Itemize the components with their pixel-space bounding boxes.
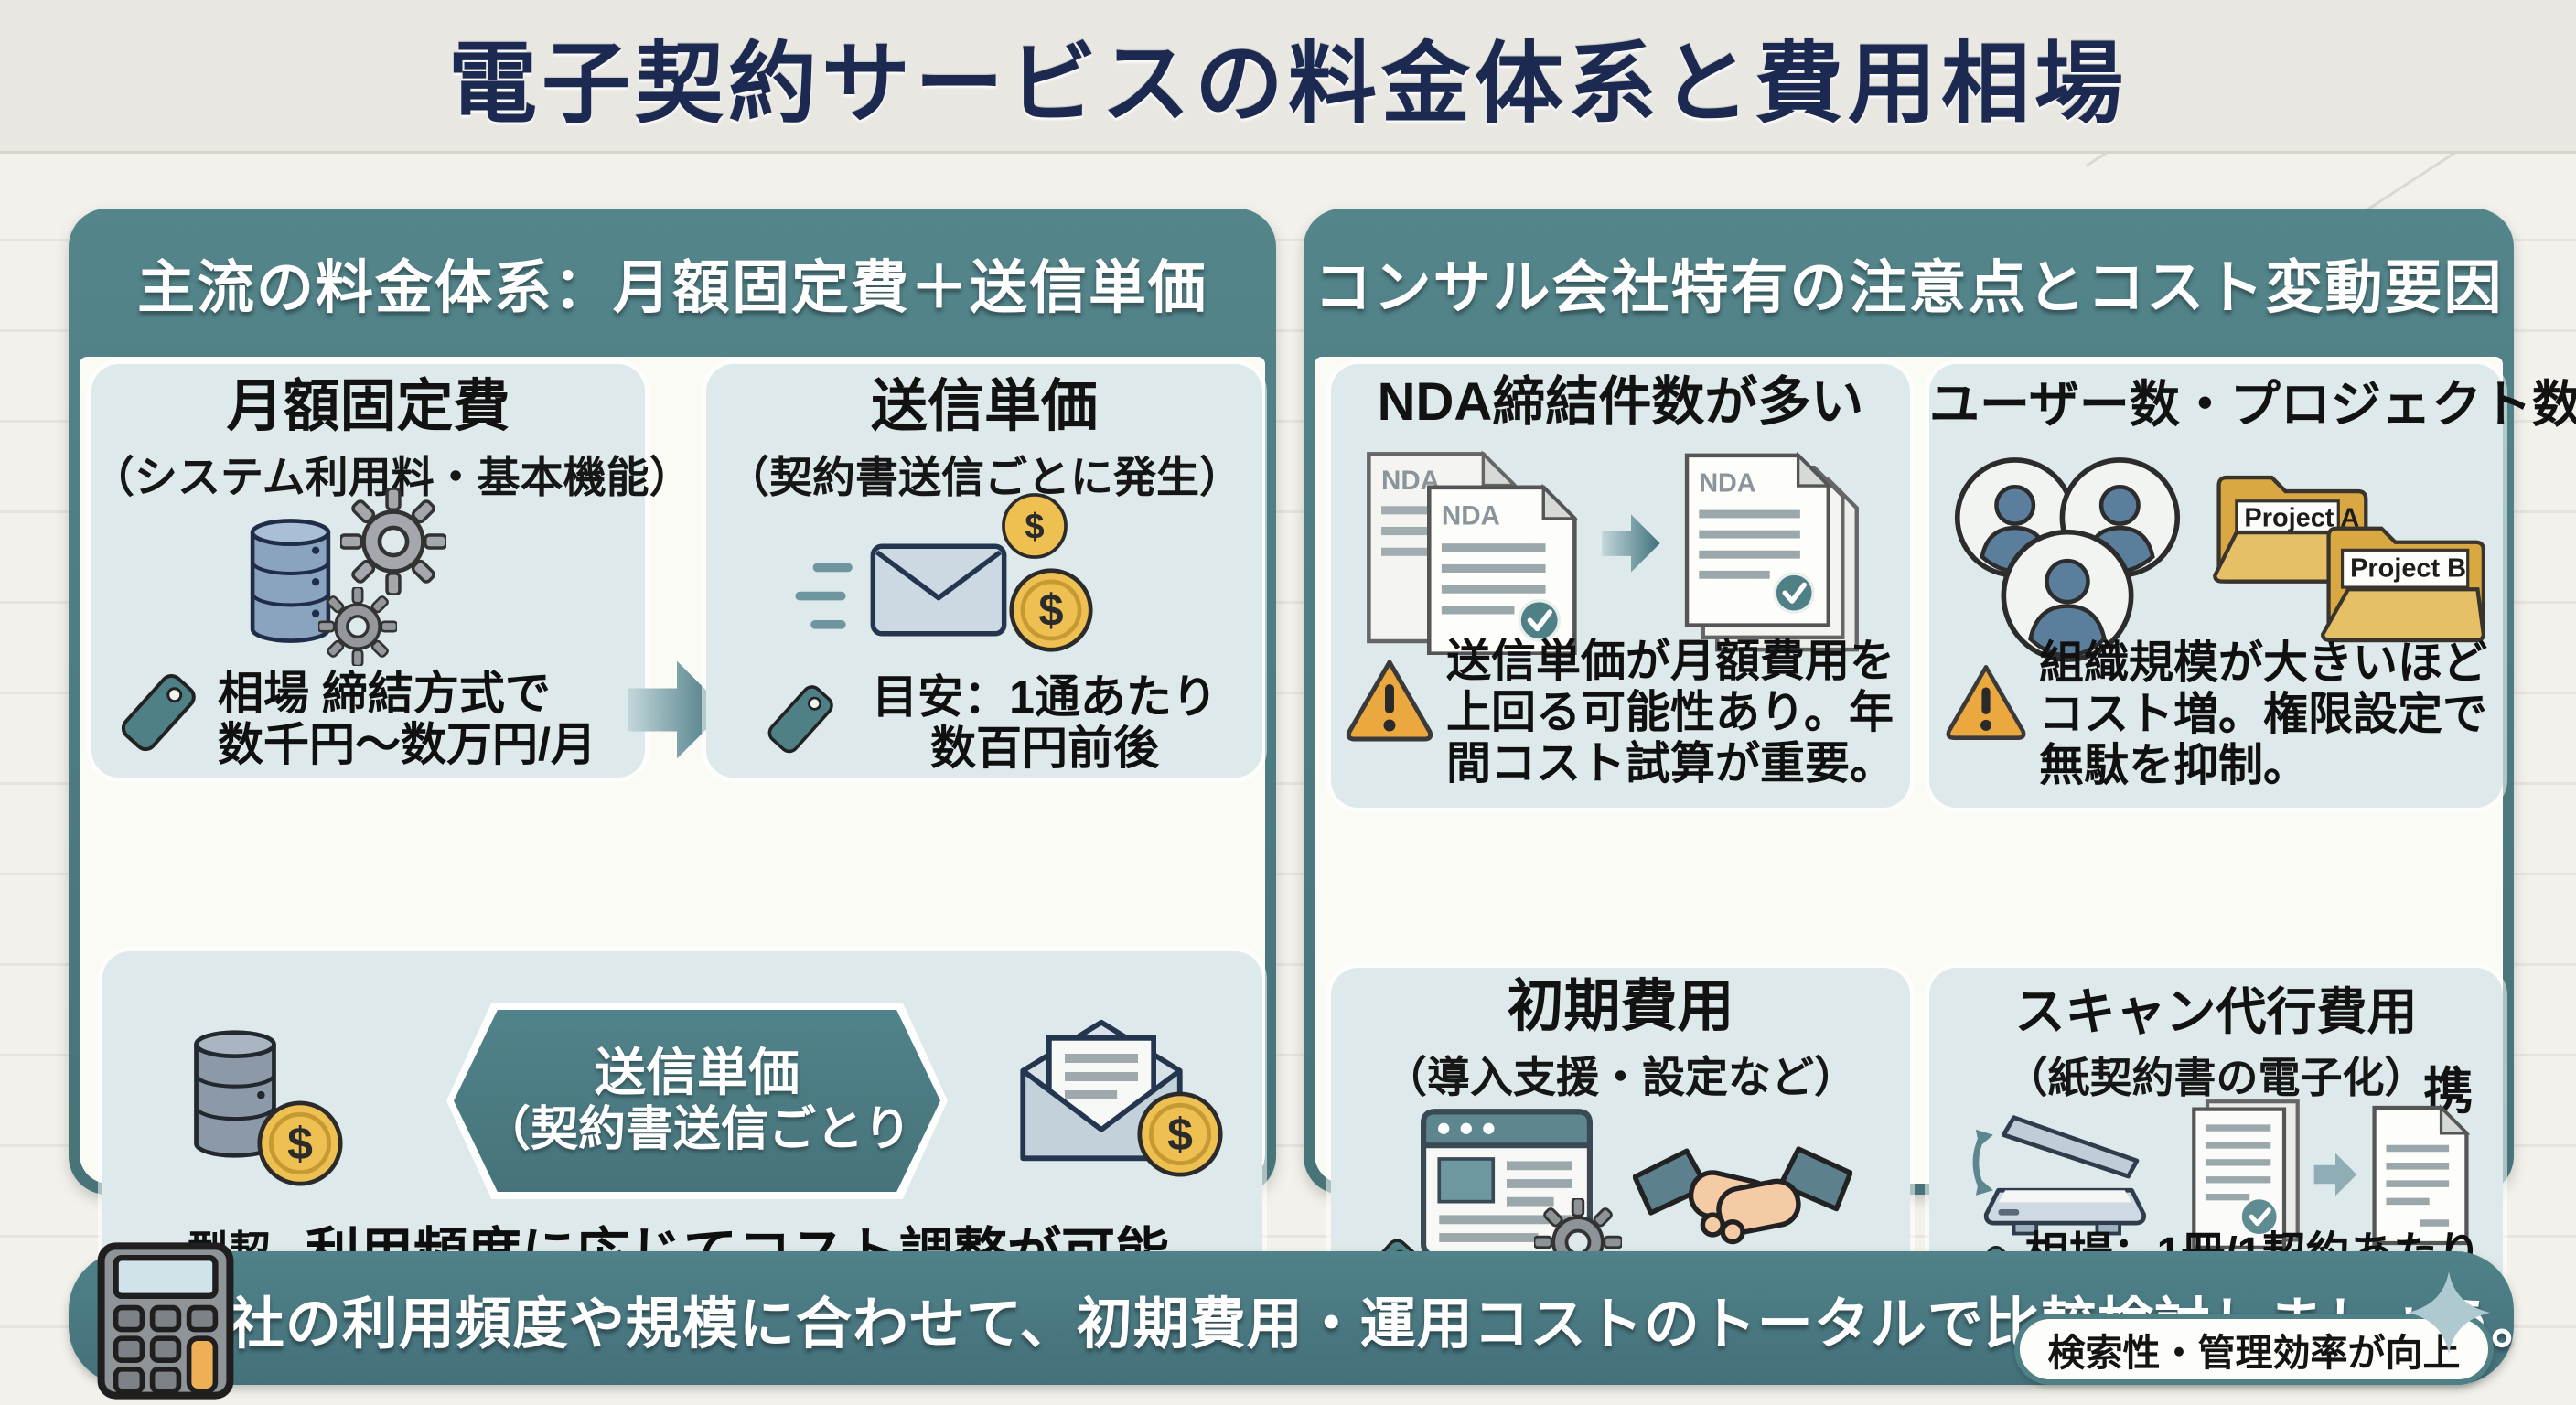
consulting-panel-body: NDA締結件数が多い NDA NDA (1315, 357, 2576, 1385)
sparkle-icon (2408, 1270, 2490, 1356)
scale-title: ユーザー数・プロジェクト数課金 (1929, 376, 2576, 433)
send-fee-subtitle: （契約書送信ごとに発生） (726, 453, 1242, 502)
send-fee-card: 送信単価 （契約書送信ごとに発生） $ (706, 364, 1262, 778)
monthly-fee-price-line1: 相場 締結方式で (218, 668, 551, 719)
scan-title: スキャン代行費用 (2014, 983, 2418, 1040)
consulting-panel-header: コンサル会社特有の注意点とコスト変動要因 (1314, 255, 2504, 320)
nda-doc-label: NDA (1699, 469, 1755, 499)
badge-line1: 送信単価 (595, 1044, 800, 1102)
database-icon (238, 499, 343, 662)
nda-warning-line3: 間コスト試算が重要。 (1446, 738, 1895, 788)
send-fee-title: 送信単価 (870, 375, 1098, 438)
scale-warning-line1: 組織規模が大きいほど (2039, 638, 2488, 688)
initial-title: 初期費用 (1507, 975, 1734, 1038)
monthly-fee-card: 月額固定費 （システム利用料・基本機能） (91, 364, 692, 778)
per-send-badge: 送信単価 （契約書送信ごとり (446, 1003, 948, 1199)
arrow-right-icon (627, 651, 727, 768)
database-icon (181, 1008, 289, 1180)
consulting-notes-panel: コンサル会社特有の注意点とコスト変動要因 NDA締結件数が多い NDA (1304, 209, 2576, 1385)
dollar-sign: $ (287, 1118, 313, 1169)
pricing-panel-header: 主流の料金体系：月額固定費＋送信単価 (137, 255, 1208, 320)
envelope-icon (869, 536, 1008, 644)
coin-icon: $ (256, 1099, 344, 1187)
pricing-panel-body: 月額固定費 （システム利用料・基本機能） (80, 357, 1265, 1323)
coin-icon: $ (1001, 492, 1068, 560)
price-tag-icon (112, 666, 203, 762)
scale-warning-line3: 無駄を抑制。 (2039, 740, 2309, 790)
gear-icon (340, 488, 446, 595)
warning-icon (1944, 659, 2028, 746)
nda-signed-documents-icon: NDA (1677, 448, 1869, 657)
user-project-billing-card: ユーザー数・プロジェクト数課金 (1929, 364, 2576, 808)
calculator-icon (90, 1240, 242, 1401)
scale-warning-line2: コスト増。権限設定で (2039, 689, 2488, 739)
scan-benefit-pill: 検索性・管理効率が向上 (2014, 1314, 2494, 1385)
dollar-sign: $ (1167, 1109, 1193, 1160)
dollar-sign: $ (1038, 586, 1063, 636)
badge-line2: （契約書送信ごとり (482, 1102, 911, 1156)
scan-subtitle: （紙契約書の電子化） (2005, 1053, 2427, 1101)
handshake-icon (1633, 1131, 1852, 1275)
dollar-sign: $ (1025, 507, 1044, 546)
browser-window-icon (1415, 1105, 1598, 1262)
coin-icon: $ (1136, 1090, 1224, 1178)
gear-icon (318, 587, 397, 666)
monthly-fee-title: 月額固定費 (226, 375, 510, 438)
nda-warning-line2: 上回る可能性あり。年 (1446, 687, 1894, 737)
users-icon (1948, 452, 2187, 668)
page-title: 電子契約サービスの料金体系と費用相場 (448, 34, 2128, 134)
nda-warning-line1: 送信単価が月額費用を (1446, 637, 1895, 686)
folder-b-label: Project B (2350, 553, 2466, 583)
digital-document-icon (2367, 1101, 2474, 1249)
coin-icon: $ (1008, 567, 1094, 653)
send-fee-price-line2: 数百円前後 (930, 723, 1159, 774)
nda-documents-icon: NDA NDA (1358, 445, 1587, 655)
monthly-fee-price-line2: 数千円〜数万円/月 (218, 719, 596, 770)
pricing-structure-panel: 主流の料金体系：月額固定費＋送信単価 月額固定費 （システム利用料・基本機能） (69, 209, 1276, 1323)
nda-doc-label: NDA (1442, 501, 1500, 531)
nda-card: NDA締結件数が多い NDA NDA (1331, 364, 1910, 808)
project-folders-icon: Project A Project B (2211, 456, 2485, 662)
title-band: 電子契約サービスの料金体系と費用相場 (0, 0, 2576, 154)
price-tag-icon (759, 677, 840, 764)
send-fee-price-line1: 目安：1通あたり (872, 671, 1218, 723)
warning-icon (1344, 655, 1435, 746)
initial-subtitle: （導入支援・設定など） (1384, 1053, 1857, 1102)
speed-lines-icon (790, 554, 862, 642)
scanner-icon (1955, 1112, 2156, 1242)
paper-contract-icon (2187, 1098, 2304, 1251)
nda-title: NDA締結件数が多い (1377, 372, 1864, 432)
arrow-right-icon (1594, 509, 1668, 578)
arrow-right-icon (2308, 1149, 2363, 1200)
